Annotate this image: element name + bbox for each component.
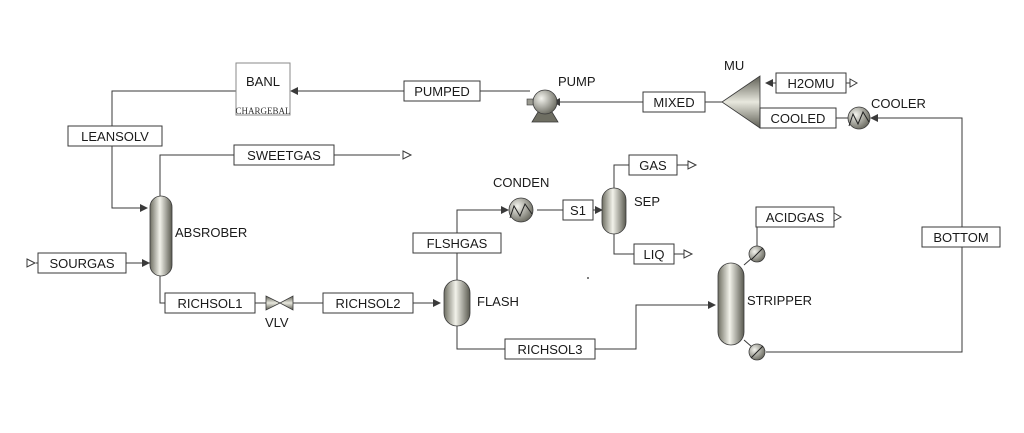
flash-label: FLASH: [477, 294, 519, 309]
sep-label: SEP: [634, 194, 660, 209]
sweetgas-product-arrow: [402, 150, 413, 160]
s1-arrow: [595, 206, 603, 214]
mu-label: MU: [724, 58, 744, 73]
liq-product-arrow: [683, 249, 694, 259]
cooler-block[interactable]: [847, 106, 871, 130]
banl-sublabel: CHARGEBAL: [235, 106, 290, 116]
sweetgas-text: SWEETGAS: [247, 148, 321, 163]
cooled-text: COOLED: [771, 111, 826, 126]
richsol3-text: RICHSOL3: [517, 342, 582, 357]
richsol3-line: [456, 304, 712, 350]
h2omu-tag[interactable]: [775, 72, 847, 94]
h2omu-arrow: [765, 79, 773, 87]
liq-text: LIQ: [644, 247, 665, 262]
sweetgas-tag[interactable]: [233, 144, 335, 166]
stripper-column[interactable]: [717, 262, 745, 346]
richsol2-tag[interactable]: [322, 292, 414, 314]
conden-label: CONDEN: [493, 175, 549, 190]
stripper-label: STRIPPER: [747, 293, 812, 308]
vlv-label: VLV: [265, 315, 289, 330]
gas-product-arrow: [687, 160, 698, 170]
pump-block[interactable]: [526, 89, 559, 123]
s1-tag[interactable]: [562, 199, 594, 221]
cooler-label: COOLER: [871, 96, 926, 111]
pumped-arrow: [290, 87, 298, 95]
leansolv-text: LEANSOLV: [81, 129, 149, 144]
stripper-reboiler: [748, 343, 766, 361]
richsol1-text: RICHSOL1: [177, 296, 242, 311]
richsol3-arrow: [708, 301, 716, 309]
mixed-text: MIXED: [653, 95, 694, 110]
richsol1-tag[interactable]: [164, 292, 256, 314]
mu-block[interactable]: [721, 75, 761, 129]
flshgas-tag[interactable]: [412, 232, 502, 254]
flshgas-text: FLSHGAS: [427, 236, 488, 251]
richsol3-tag[interactable]: [504, 338, 596, 360]
richsol2-text: RICHSOL2: [335, 296, 400, 311]
banl-block[interactable]: [235, 62, 291, 116]
leansolv-tag[interactable]: [67, 125, 163, 147]
stripper-condenser: [748, 245, 766, 263]
leansolv-arrow: [140, 204, 148, 212]
h2omu-text: H2OMU: [788, 76, 835, 91]
pumped-tag[interactable]: [403, 80, 481, 102]
conden-block[interactable]: [508, 197, 534, 223]
absorber-column[interactable]: [149, 195, 173, 277]
bottom-text: BOTTOM: [933, 230, 988, 245]
s1-text: S1: [570, 203, 586, 218]
acidgas-product-arrow: [833, 212, 843, 222]
acidgas-tag[interactable]: [755, 206, 835, 228]
leansolv-line: [111, 90, 236, 209]
pumped-text: PUMPED: [414, 84, 470, 99]
vlv-valve[interactable]: [265, 295, 294, 311]
flshgas-arrow: [501, 206, 509, 214]
absorber-label: ABSROBER: [175, 225, 247, 240]
acidgas-text: ACIDGAS: [766, 210, 825, 225]
stripper-bottom-pipe: [743, 339, 753, 348]
banl-label: BANL: [246, 74, 280, 89]
gas-tag[interactable]: [628, 154, 678, 176]
sourgas-text: SOURGAS: [49, 256, 114, 271]
richsol2-arrow: [433, 299, 441, 307]
liq-tag[interactable]: [633, 243, 675, 265]
pump-label: PUMP: [558, 74, 596, 89]
flshgas-line: [456, 209, 505, 282]
sourgas-feed-arrow: [26, 258, 37, 268]
mixed-tag[interactable]: [642, 91, 706, 113]
sourgas-tag[interactable]: [37, 252, 127, 274]
gas-text: GAS: [639, 158, 667, 173]
h2omu-feed-arrow: [849, 78, 859, 88]
cooled-tag[interactable]: [759, 107, 837, 129]
bottom-arrow: [870, 114, 878, 122]
sourgas-arrow: [142, 259, 150, 267]
flash-drum[interactable]: [443, 279, 471, 327]
bottom-tag[interactable]: [921, 226, 1001, 248]
sep-vessel[interactable]: [601, 187, 627, 235]
stray-dot: [587, 277, 589, 279]
